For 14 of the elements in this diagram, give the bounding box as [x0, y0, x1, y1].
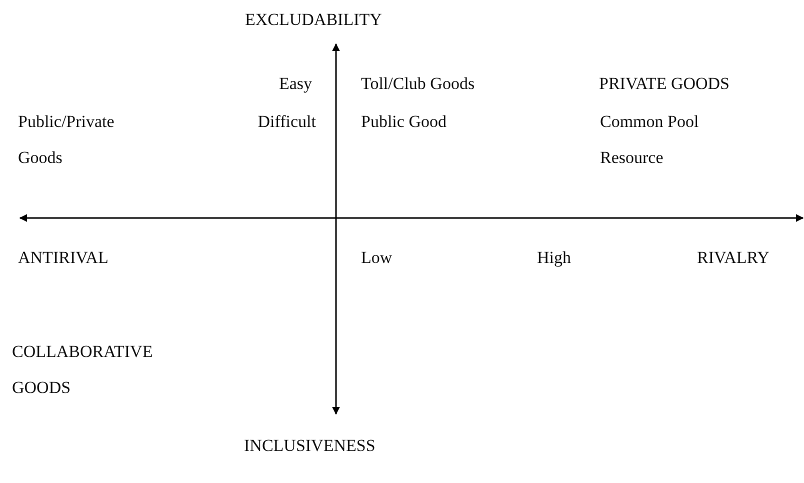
axis-label: Public/Private Goods — [18, 111, 116, 169]
axis-label: Public Good — [361, 111, 448, 133]
axis-label: ANTIRIVAL — [18, 247, 110, 269]
axis-label: High — [537, 247, 572, 269]
axis-label: Common Pool Resource — [600, 111, 700, 169]
axis-label: PRIVATE GOODS — [599, 73, 731, 95]
axis-label: COLLABORATIVE GOODS — [12, 341, 154, 399]
axis-label: Difficult — [256, 111, 316, 133]
axis-label: RIVALRY — [697, 247, 770, 269]
axis-label: Low — [361, 247, 394, 269]
axis-label: Easy — [278, 73, 312, 95]
axis-label: INCLUSIVENESS — [244, 435, 376, 457]
axis-label: EXCLUDABILITY — [245, 9, 383, 31]
axis-label: Toll/Club Goods — [361, 73, 476, 95]
